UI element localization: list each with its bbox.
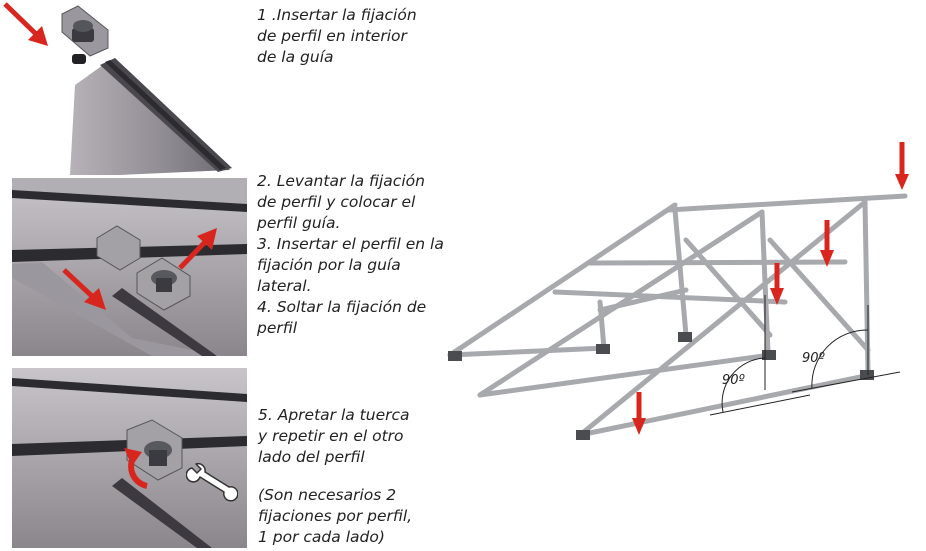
step-5-line-2: y repetir en el otro bbox=[258, 427, 404, 445]
profile-clamp bbox=[96, 225, 191, 311]
photo-step-1 bbox=[0, 0, 250, 175]
step-5-line-1: 5. Apretar la tuerca bbox=[258, 406, 410, 424]
note-line-2: fijaciones por perfil, bbox=[258, 507, 413, 525]
step-2-line-1: 2. Levantar la fijación bbox=[257, 172, 425, 190]
profile-rail-top bbox=[12, 378, 247, 402]
structure-frame bbox=[447, 193, 908, 438]
wrench-icon bbox=[186, 462, 238, 502]
step-4-line-1: 4. Soltar la fijación de bbox=[257, 298, 427, 316]
mounting-structure-diagram: 90º 90º bbox=[447, 142, 909, 440]
step-2-line-3: perfil guía. bbox=[257, 214, 341, 232]
profile-clamp bbox=[61, 5, 109, 64]
photo-step-1-illustration bbox=[3, 2, 232, 175]
red-arrow-icon bbox=[124, 448, 148, 489]
photo-step-5-illustration bbox=[12, 368, 247, 548]
angle-marker-right bbox=[791, 305, 901, 393]
base-feet bbox=[448, 332, 874, 440]
step-2-4-text: 2. Levantar la fijación de perfil y colo… bbox=[257, 171, 444, 339]
red-arrow-icon bbox=[3, 2, 48, 46]
angle-label-left: 90º bbox=[722, 373, 745, 388]
red-arrow-icon bbox=[178, 228, 217, 270]
red-arrow-icon bbox=[770, 263, 784, 305]
step-5-text: 5. Apretar la tuerca y repetir en el otr… bbox=[258, 405, 410, 468]
step-3-line-3: lateral. bbox=[257, 277, 312, 295]
note-line-3: 1 por cada lado) bbox=[258, 528, 385, 546]
step-1-line-2: de perfil en interior bbox=[257, 27, 407, 45]
note-text: (Son necesarios 2 fijaciones por perfil,… bbox=[258, 485, 412, 548]
red-arrow-icon bbox=[895, 142, 909, 190]
step-3-line-1: 3. Insertar el perfil en la bbox=[257, 235, 444, 253]
photo-step-5 bbox=[12, 368, 247, 548]
step-5-line-3: lado del perfil bbox=[258, 448, 365, 466]
step-3-line-2: fijación por la guía bbox=[257, 256, 401, 274]
rail-slot bbox=[105, 60, 226, 170]
profile-clamp bbox=[126, 419, 183, 481]
step-1-line-3: de la guía bbox=[257, 48, 334, 66]
step-1-line-1: 1 .Insertar la fijación bbox=[257, 6, 417, 24]
profile-rail-top bbox=[12, 190, 247, 212]
photo-step-2-illustration bbox=[12, 178, 247, 356]
red-arrow-icon bbox=[632, 392, 646, 435]
photo-step-2 bbox=[12, 178, 247, 356]
step-4-line-2: perfil bbox=[257, 319, 298, 337]
angle-label-right: 90º bbox=[802, 351, 825, 366]
red-arrow-icon bbox=[62, 268, 106, 310]
angle-marker-left bbox=[709, 295, 811, 416]
step-1-text: 1 .Insertar la fijación de perfil en int… bbox=[257, 5, 417, 68]
step-2-line-2: de perfil y colocar el bbox=[257, 193, 416, 211]
note-line-1: (Son necesarios 2 bbox=[258, 486, 397, 504]
red-arrow-icon bbox=[820, 220, 834, 267]
